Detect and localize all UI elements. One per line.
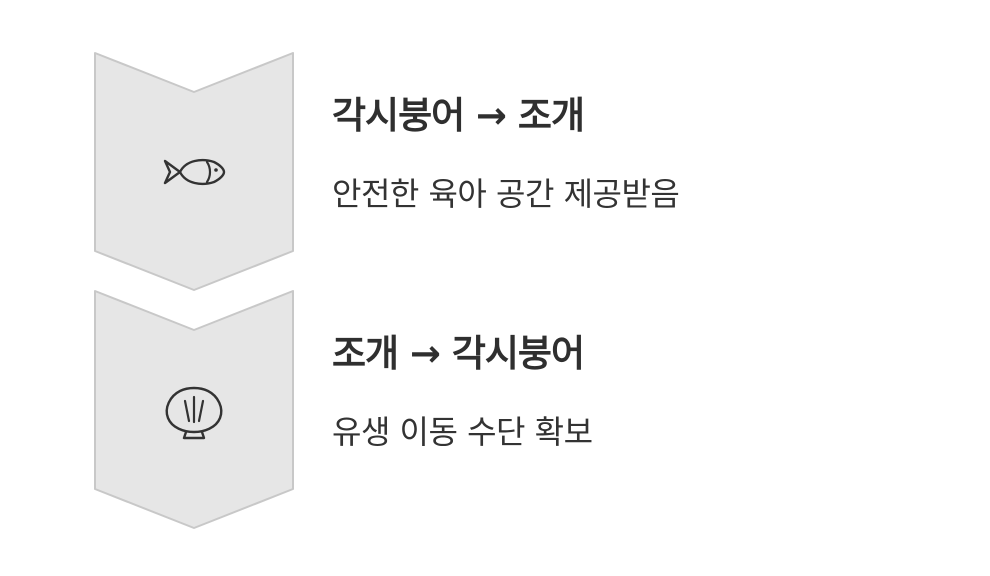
step-chevron-1 (94, 52, 294, 292)
shell-icon (165, 386, 223, 440)
step-description: 유생 이동 수단 확보 (332, 413, 593, 451)
step-title: 조개 → 각시붕어 (332, 332, 585, 375)
step-title: 각시붕어 → 조개 (332, 94, 585, 137)
step-description: 안전한 육아 공간 제공받음 (332, 175, 680, 213)
step-chevron-2 (94, 290, 294, 530)
step-text-2: 조개 → 각시붕어 유생 이동 수단 확보 (332, 332, 952, 452)
step-text-1: 각시붕어 → 조개 안전한 육아 공간 제공받음 (332, 94, 952, 214)
fish-icon (163, 158, 226, 186)
chevron-shape (94, 52, 294, 291)
